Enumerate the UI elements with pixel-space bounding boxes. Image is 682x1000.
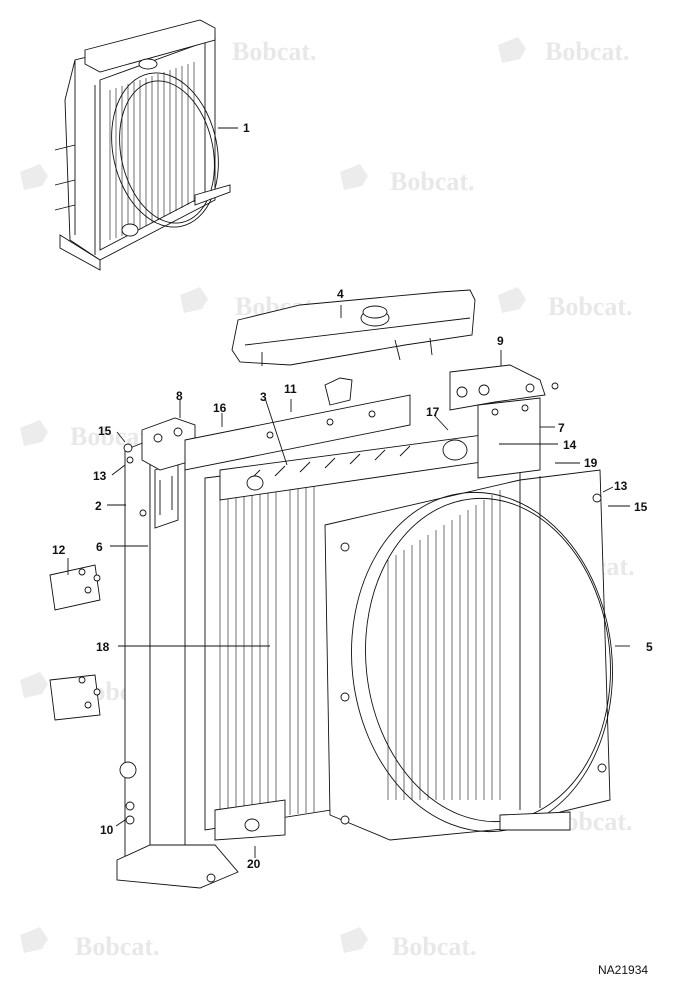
callout-2: 2 bbox=[95, 499, 102, 513]
svg-text:Bobcat.: Bobcat. bbox=[545, 37, 630, 66]
callout-14: 14 bbox=[563, 438, 577, 452]
callout-10: 10 bbox=[100, 823, 114, 837]
leader-lines bbox=[67, 127, 630, 858]
left-side-frame bbox=[116, 424, 239, 889]
callout-3: 3 bbox=[260, 390, 267, 404]
callout-7: 7 bbox=[558, 421, 565, 435]
callout-16: 16 bbox=[213, 401, 227, 415]
mounting-bracket-9 bbox=[449, 364, 559, 411]
right-side-bracket bbox=[477, 397, 541, 479]
callout-12: 12 bbox=[52, 543, 66, 557]
watermark-12: Bobcat. bbox=[340, 927, 477, 961]
watermark-11: Bobcat. bbox=[20, 927, 160, 961]
svg-text:Bobcat.: Bobcat. bbox=[390, 167, 475, 196]
callout-5: 5 bbox=[646, 640, 653, 654]
svg-text:Bobcat.: Bobcat. bbox=[548, 292, 633, 321]
svg-text:Bobcat.: Bobcat. bbox=[75, 932, 160, 961]
callout-13-left: 13 bbox=[93, 469, 107, 483]
callout-19: 19 bbox=[584, 456, 598, 470]
svg-text:Bobcat.: Bobcat. bbox=[232, 37, 317, 66]
callout-9: 9 bbox=[497, 334, 504, 348]
watermark-4: Bobcat. bbox=[340, 164, 475, 196]
callout-15-right: 15 bbox=[634, 500, 648, 514]
callout-6: 6 bbox=[96, 540, 103, 554]
svg-text:Bobcat.: Bobcat. bbox=[392, 932, 477, 961]
clip-brackets bbox=[49, 564, 101, 721]
callout-labels: 1 4 9 8 11 3 16 17 7 14 19 15 13 13 15 2… bbox=[52, 121, 653, 871]
coolant-reservoir-tank bbox=[231, 289, 476, 366]
callout-13-right: 13 bbox=[614, 479, 628, 493]
assembled-radiator-illustration bbox=[54, 19, 231, 271]
callout-15-left: 15 bbox=[98, 424, 112, 438]
watermark-6: Bobcat. bbox=[498, 287, 633, 321]
callout-20: 20 bbox=[247, 857, 261, 871]
callout-11: 11 bbox=[284, 382, 297, 396]
fan-shroud bbox=[324, 469, 613, 841]
callout-17: 17 bbox=[426, 405, 440, 419]
callout-1: 1 bbox=[243, 121, 250, 135]
callout-8: 8 bbox=[176, 389, 183, 403]
top-crossbar bbox=[184, 377, 411, 471]
callout-4: 4 bbox=[337, 287, 344, 301]
watermark-2: Bobcat. bbox=[498, 37, 630, 66]
callout-18: 18 bbox=[96, 640, 110, 654]
figure-reference-code: NA21934 bbox=[598, 963, 648, 977]
